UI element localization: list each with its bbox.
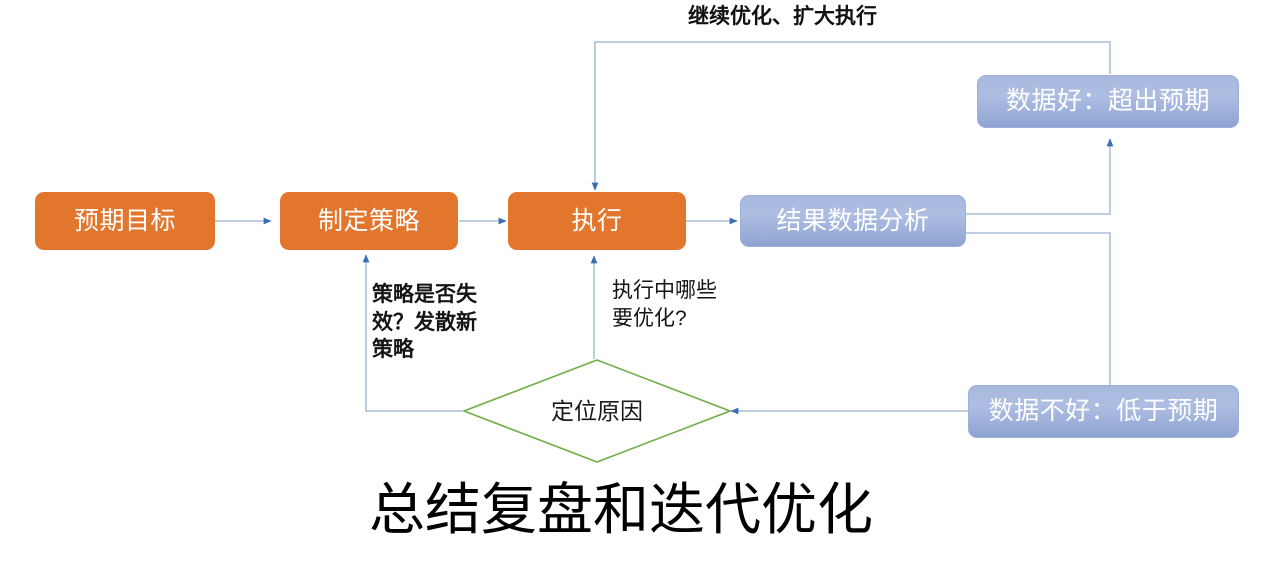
annotation-execution-optimize: 执行中哪些 要优化?	[612, 277, 762, 332]
node-locate-cause-label: 定位原因	[551, 397, 643, 424]
annotation-strategy-failed: 策略是否失 效？发散新 策略	[372, 281, 522, 364]
node-expected-goal-label: 预期目标	[73, 206, 176, 235]
node-execute-label: 执行	[571, 206, 623, 235]
edge-analyze-to-bad	[966, 232, 1114, 401]
edge-label-continue-optimize: 继续优化、扩大执行	[688, 5, 877, 28]
node-locate-cause[interactable]: 定位原因	[463, 359, 731, 463]
node-data-bad-label: 数据不好：低于预期	[988, 397, 1219, 425]
node-make-strategy-label: 制定策略	[317, 206, 420, 235]
page-title: 总结复盘和迭代优化	[369, 478, 873, 541]
node-result-data-analysis-label: 结果数据分析	[776, 206, 930, 235]
node-data-good[interactable]: 数据好：超出预期	[977, 75, 1239, 128]
annotation-execute-line-2: 要优化?	[612, 306, 687, 330]
annotation-strategy-line-3: 策略	[372, 338, 414, 362]
node-data-bad[interactable]: 数据不好：低于预期	[968, 385, 1239, 438]
diamond-shape	[463, 359, 731, 463]
node-expected-goal[interactable]: 预期目标	[35, 192, 215, 250]
node-execute[interactable]: 执行	[508, 192, 686, 250]
node-make-strategy[interactable]: 制定策略	[280, 192, 458, 250]
node-result-data-analysis[interactable]: 结果数据分析	[740, 195, 966, 247]
node-data-good-label: 数据好：超出预期	[1005, 87, 1210, 115]
annotation-execute-line-1: 执行中哪些	[612, 279, 717, 302]
annotation-strategy-line-1: 策略是否失	[372, 283, 477, 306]
annotation-strategy-line-2: 效？发散新	[372, 310, 477, 334]
edge-analyze-to-good	[966, 138, 1114, 215]
